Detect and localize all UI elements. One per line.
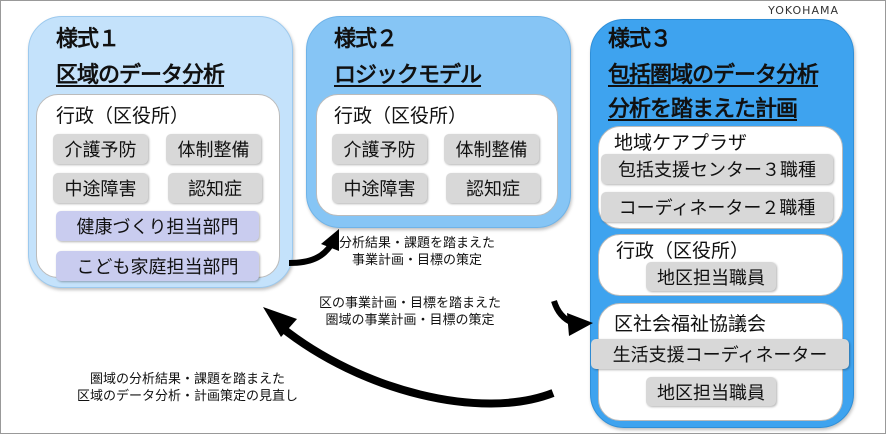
pill-system: 体制整備 <box>444 134 539 164</box>
panel1-group-label: 行政（区役所） <box>56 105 190 127</box>
pill-dementia: 認知症 <box>168 173 262 203</box>
pill-life-support-coordinator: 生活支援コーディネーター <box>591 339 849 369</box>
panel3-title: 様式３ <box>608 27 672 52</box>
caption-line: 分析結果・課題を踏まえた <box>339 236 496 251</box>
arrow-to-form3 <box>551 300 593 336</box>
caption-line: 区域のデータ分析・計画策定の見直し <box>77 389 299 404</box>
panel1-title: 様式１ <box>56 27 120 52</box>
pill-district-staff: 地区担当職員 <box>646 262 776 291</box>
pill-disability: 中途障害 <box>332 173 427 203</box>
panel1-subtitle: 区域のデータ分析 <box>56 63 225 88</box>
panel2-title: 様式２ <box>334 27 398 52</box>
pill-care-prevention: 介護予防 <box>53 134 148 164</box>
panel3-subtitle-1: 包括圏域のデータ分析 <box>608 63 819 88</box>
pill-district-staff-2: 地区担当職員 <box>646 377 776 406</box>
caption-to-form3: 区の事業計画・目標を踏まえた 圏域の事業計画・目標の策定 <box>319 295 501 329</box>
social-welfare-council-label: 区社会福祉協議会 <box>614 313 767 335</box>
yokohama-logo: YOKOHAMA <box>768 4 839 17</box>
pill-care-prevention: 介護予防 <box>332 134 427 164</box>
pill-dementia: 認知症 <box>446 173 540 203</box>
ward-office-label: 行政（区役所） <box>616 240 750 262</box>
caption-line: 区の事業計画・目標を踏まえた <box>319 296 502 311</box>
caption-form1-to-form2: 分析結果・課題を踏まえた 事業計画・目標の策定 <box>339 235 495 269</box>
pill-coordinators: コーディネーター２職種 <box>601 192 833 222</box>
panel2-subtitle: ロジックモデル <box>334 63 482 88</box>
care-plaza-label: 地域ケアプラザ <box>614 132 748 154</box>
panel2-group-label: 行政（区役所） <box>334 105 468 127</box>
pill-health-dept: 健康づくり担当部門 <box>56 211 259 241</box>
pill-child-family-dept: こども家庭担当部門 <box>56 251 259 281</box>
pill-disability: 中途障害 <box>53 173 148 203</box>
caption-form3-to-form1: 圏域の分析結果・課題を踏まえた 区域のデータ分析・計画策定の見直し <box>77 371 298 405</box>
panel3-subtitle-2: 分析を踏まえた計画 <box>608 97 798 122</box>
pill-center-staff: 包括支援センター３職種 <box>601 154 833 184</box>
caption-line: 事業計画・目標の策定 <box>352 253 483 268</box>
arrow-form3-to-form1 <box>263 307 555 408</box>
arrow-form1-to-form2 <box>288 229 339 266</box>
caption-line: 圏域の分析結果・課題を踏まえた <box>90 372 286 387</box>
caption-line: 圏域の事業計画・目標の策定 <box>325 313 495 328</box>
pill-system: 体制整備 <box>166 134 261 164</box>
